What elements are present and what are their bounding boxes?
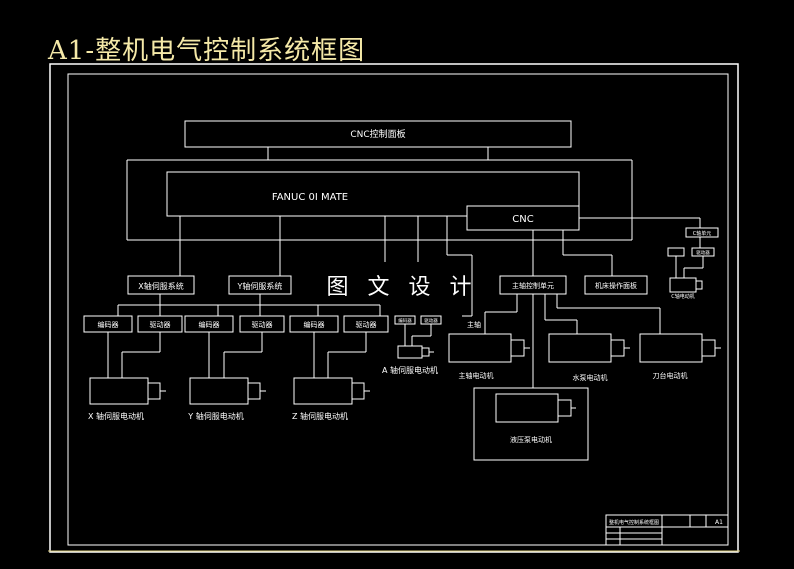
- pump-motor-body: [548, 333, 612, 363]
- spindle-text: 主轴: [467, 320, 481, 329]
- c-motor-label: C轴电动机: [671, 293, 695, 300]
- y-driver-label: 驱动器: [252, 320, 273, 329]
- hydraulic-label: 液压泵电动机: [510, 435, 552, 444]
- title-block: [605, 514, 729, 546]
- c-small-label: 驱动器: [696, 249, 710, 256]
- c-unit-label: C轴单元: [693, 230, 712, 237]
- x-motor-body: [89, 377, 149, 405]
- y-encoder-label: 编码器: [199, 320, 220, 329]
- spindle-motor-body: [448, 333, 512, 363]
- z-motor-label: Z 轴伺服电动机: [292, 411, 348, 421]
- watermark-text: 图 文 设 计: [327, 275, 478, 300]
- machine-panel-box: [584, 275, 648, 295]
- z-motor-body: [293, 377, 353, 405]
- z-driver-label: 驱动器: [356, 320, 377, 329]
- fanuc-box: [166, 171, 580, 217]
- x-motor-label: X 轴伺服电动机: [88, 411, 144, 421]
- x-servo-system-label: X轴伺服系统: [138, 281, 183, 291]
- y-motor-body: [189, 377, 249, 405]
- spindle-unit-label: 主轴控制单元: [512, 281, 554, 290]
- outer-border: [49, 63, 739, 553]
- a-encoder-label: 编码器: [398, 317, 412, 324]
- fanuc-label: FANUC 0I MATE: [272, 192, 348, 203]
- drawing-title: A1-整机电气控制系统框图: [48, 36, 366, 66]
- x-encoder-label: 编码器: [98, 320, 119, 329]
- y-servo-system-label: Y轴伺服系统: [237, 281, 283, 291]
- a-motor-body: [397, 345, 423, 359]
- hydraulic-motor-body: [495, 393, 559, 423]
- inner-border: [67, 73, 729, 546]
- pump-motor-label: 水泵电动机: [573, 373, 608, 382]
- title-block-sheet: A1: [715, 519, 723, 526]
- turret-motor-body: [639, 333, 703, 363]
- c-unit-box: [685, 227, 719, 238]
- hydraulic-box: [473, 387, 589, 461]
- a-motor-label: A 轴伺服电动机: [382, 365, 438, 375]
- c-motor-body: [669, 277, 697, 293]
- cnc-panel-box: [184, 120, 572, 148]
- x-servo-system-box: [127, 275, 195, 295]
- x-driver-label: 驱动器: [150, 320, 171, 329]
- z-encoder-label: 编码器: [304, 320, 325, 329]
- title-block-name: 整机电气控制系统框图: [609, 519, 659, 526]
- turret-motor-label: 刀台电动机: [653, 371, 688, 380]
- cnc-panel-label: CNC控制面板: [350, 128, 405, 140]
- y-motor-label: Y 轴伺服电动机: [187, 411, 243, 421]
- spindle-motor-label: 主轴电动机: [459, 371, 494, 380]
- machine-panel-label: 机床操作面板: [595, 281, 637, 290]
- a-driver-label: 驱动器: [424, 317, 438, 324]
- cnc-label: CNC: [512, 214, 533, 225]
